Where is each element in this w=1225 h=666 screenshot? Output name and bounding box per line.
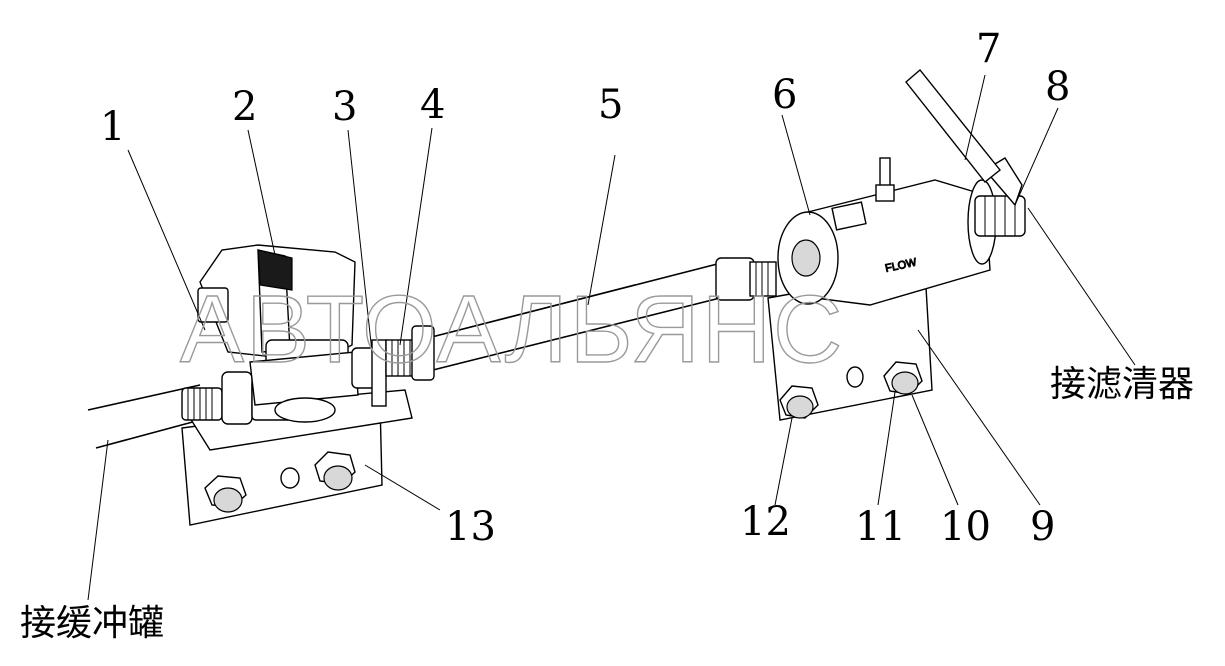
- hose-left: [87, 384, 201, 449]
- label-5: 5: [598, 82, 623, 128]
- fitting-3-4: [351, 325, 435, 407]
- label-9: 9: [1030, 504, 1055, 550]
- bracket-left: [181, 389, 413, 526]
- fitting-right: [715, 257, 777, 301]
- label-8: 8: [1045, 64, 1070, 110]
- label-1: 1: [100, 104, 125, 150]
- note-buffer-tank: 接缓冲罐: [20, 603, 164, 644]
- label-12: 12: [740, 499, 791, 545]
- watermark: АВТОАЛЬЯНС: [180, 276, 844, 383]
- label-10: 10: [940, 504, 991, 550]
- label-7: 7: [976, 26, 1001, 72]
- label-3: 3: [332, 84, 357, 130]
- label-2: 2: [232, 84, 257, 130]
- label-13: 13: [445, 504, 496, 550]
- note-filter: 接滤清器: [1050, 364, 1194, 405]
- label-11: 11: [855, 504, 906, 550]
- solenoid-valve: [197, 244, 359, 423]
- leader-lines: [87, 74, 1136, 601]
- pipe-5: [419, 261, 729, 373]
- label-4: 4: [420, 82, 445, 128]
- tube-7: [905, 68, 1001, 183]
- label-6: 6: [772, 72, 797, 118]
